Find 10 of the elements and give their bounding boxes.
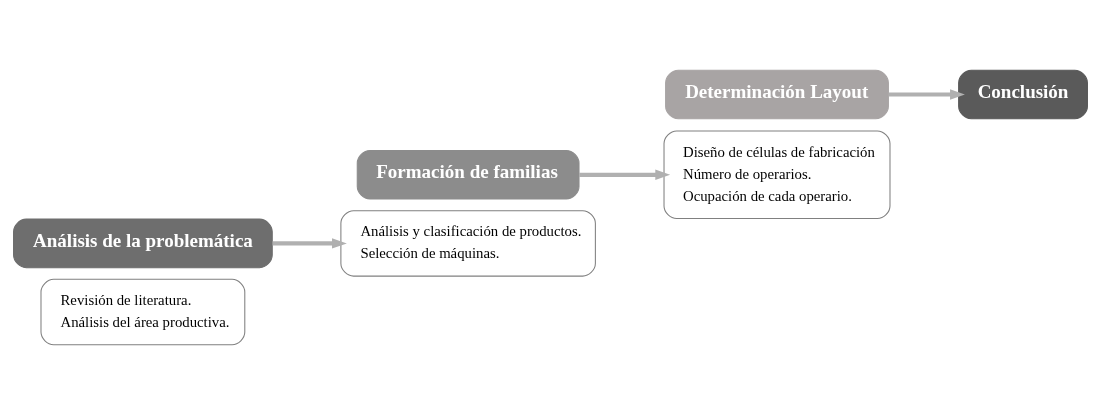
arrow xyxy=(272,237,347,249)
node-box: Conclusión xyxy=(958,69,1088,119)
node-box: Análisis y clasificación de productos. Selección de máquinas. xyxy=(340,209,596,277)
node-box: Revisión de literatura. Análisis del área productiva. xyxy=(40,278,246,345)
node-box: Diseño de células de fabricación Número de operarios. Ocupación de cada operario. xyxy=(663,129,891,219)
node-box: Análisis de la problemática xyxy=(13,218,273,268)
arrow xyxy=(579,169,671,180)
node-box: Determinación Layout xyxy=(665,69,889,119)
arrow xyxy=(888,88,965,100)
node-box: Formación de familias xyxy=(356,149,580,200)
